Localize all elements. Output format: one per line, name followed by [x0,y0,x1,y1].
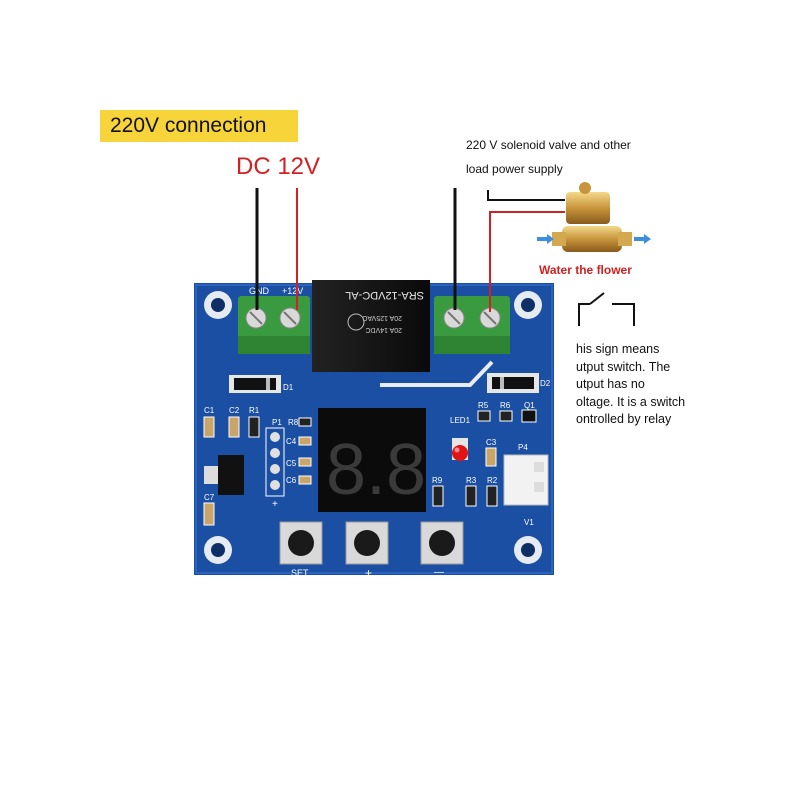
transistor-q1 [521,409,537,423]
label-c4: C4 [286,437,297,446]
note-line: ontrolled by relay [576,412,672,426]
capacitor-c4 [298,436,312,446]
label-r9: R9 [432,476,443,485]
diode-d1 [229,375,281,393]
resistor-r1 [248,416,260,438]
connection-banner: 220V connection [100,110,298,142]
label-r2: R2 [487,476,498,485]
resistor-r8 [298,417,312,427]
seven-segment-display: 8.8. [318,408,446,512]
label-q1: Q1 [524,401,535,410]
label-p1: P1 [272,418,282,427]
label-r3: R3 [466,476,477,485]
minus-button[interactable] [420,521,464,565]
load-terminal-block [434,296,510,354]
capacitor-c2 [228,416,240,438]
note-line: utput has no [576,377,645,391]
label-p4: P4 [518,443,528,452]
load-label-line2: load power supply [466,162,563,176]
set-button[interactable] [279,521,323,565]
label-plus-p1: + [272,499,278,510]
label-c6: C6 [286,476,297,485]
label-r8: R8 [288,418,299,427]
set-button-label: SET [291,568,309,578]
solenoid-valve-icon [552,182,632,252]
mounting-hole-icon [514,536,542,564]
power-terminal-block [238,296,310,354]
label-r5: R5 [478,401,489,410]
relay: SRA-12VDC-AL 20A 125VAC 20A 14VDC [312,280,430,372]
resistor-r5 [477,410,491,422]
voltage-regulator [204,455,244,495]
water-flow-arrow-icon [537,234,554,244]
relay-model-label: SRA-12VDC-AL [345,289,424,301]
relay-rating-2: 20A 14VDC [365,326,402,333]
connector-p4 [503,454,549,506]
switch-sign-note: his sign means utput switch. The utput h… [576,341,706,429]
switch-symbol-icon [578,292,635,326]
minus-button-label: — [434,567,444,578]
label-c5: C5 [286,459,297,468]
mounting-hole-icon [204,291,232,319]
resistor-r2 [486,485,498,507]
label-led1: LED1 [450,416,471,425]
capacitor-c1 [203,416,215,438]
label-c2: C2 [229,406,240,415]
note-line: utput switch. The [576,359,671,374]
label-c3: C3 [486,438,497,447]
led-indicator [452,438,468,461]
resistor-r6 [499,410,513,422]
relay-rating-1: 20A 125VAC [362,314,402,321]
capacitor-c5 [298,457,312,467]
header-p1 [265,427,285,497]
label-r1: R1 [249,406,260,415]
water-caption: Water the flower [539,263,632,277]
display-digits: 8.8. [326,430,446,510]
mounting-hole-icon [204,536,232,564]
note-line: his sign means [576,342,660,356]
label-d2: D2 [540,379,551,388]
pin-label-12v: +12V [282,286,303,296]
capacitor-c6 [298,475,312,485]
label-c1: C1 [204,406,215,415]
dc-supply-label: DC 12V [236,153,321,180]
resistor-r9 [432,485,444,507]
label-c7: C7 [204,493,215,502]
plus-button[interactable] [345,521,389,565]
diode-d2 [487,373,539,393]
label-d1: D1 [283,383,294,392]
plus-button-label: + [365,566,372,580]
load-wire-black-to-valve [487,190,565,201]
water-flow-arrow-icon [634,234,651,244]
mounting-hole-icon [514,291,542,319]
capacitor-c7 [203,502,215,526]
label-v1: V1 [524,518,534,527]
pin-label-gnd: GND [249,286,270,296]
capacitor-c3 [485,447,497,467]
resistor-r3 [465,485,477,507]
note-line: oltage. It is a switch [576,394,686,409]
label-r6: R6 [500,401,511,410]
load-wire-red [489,211,565,312]
load-label-line1: 220 V solenoid valve and other [466,138,631,152]
